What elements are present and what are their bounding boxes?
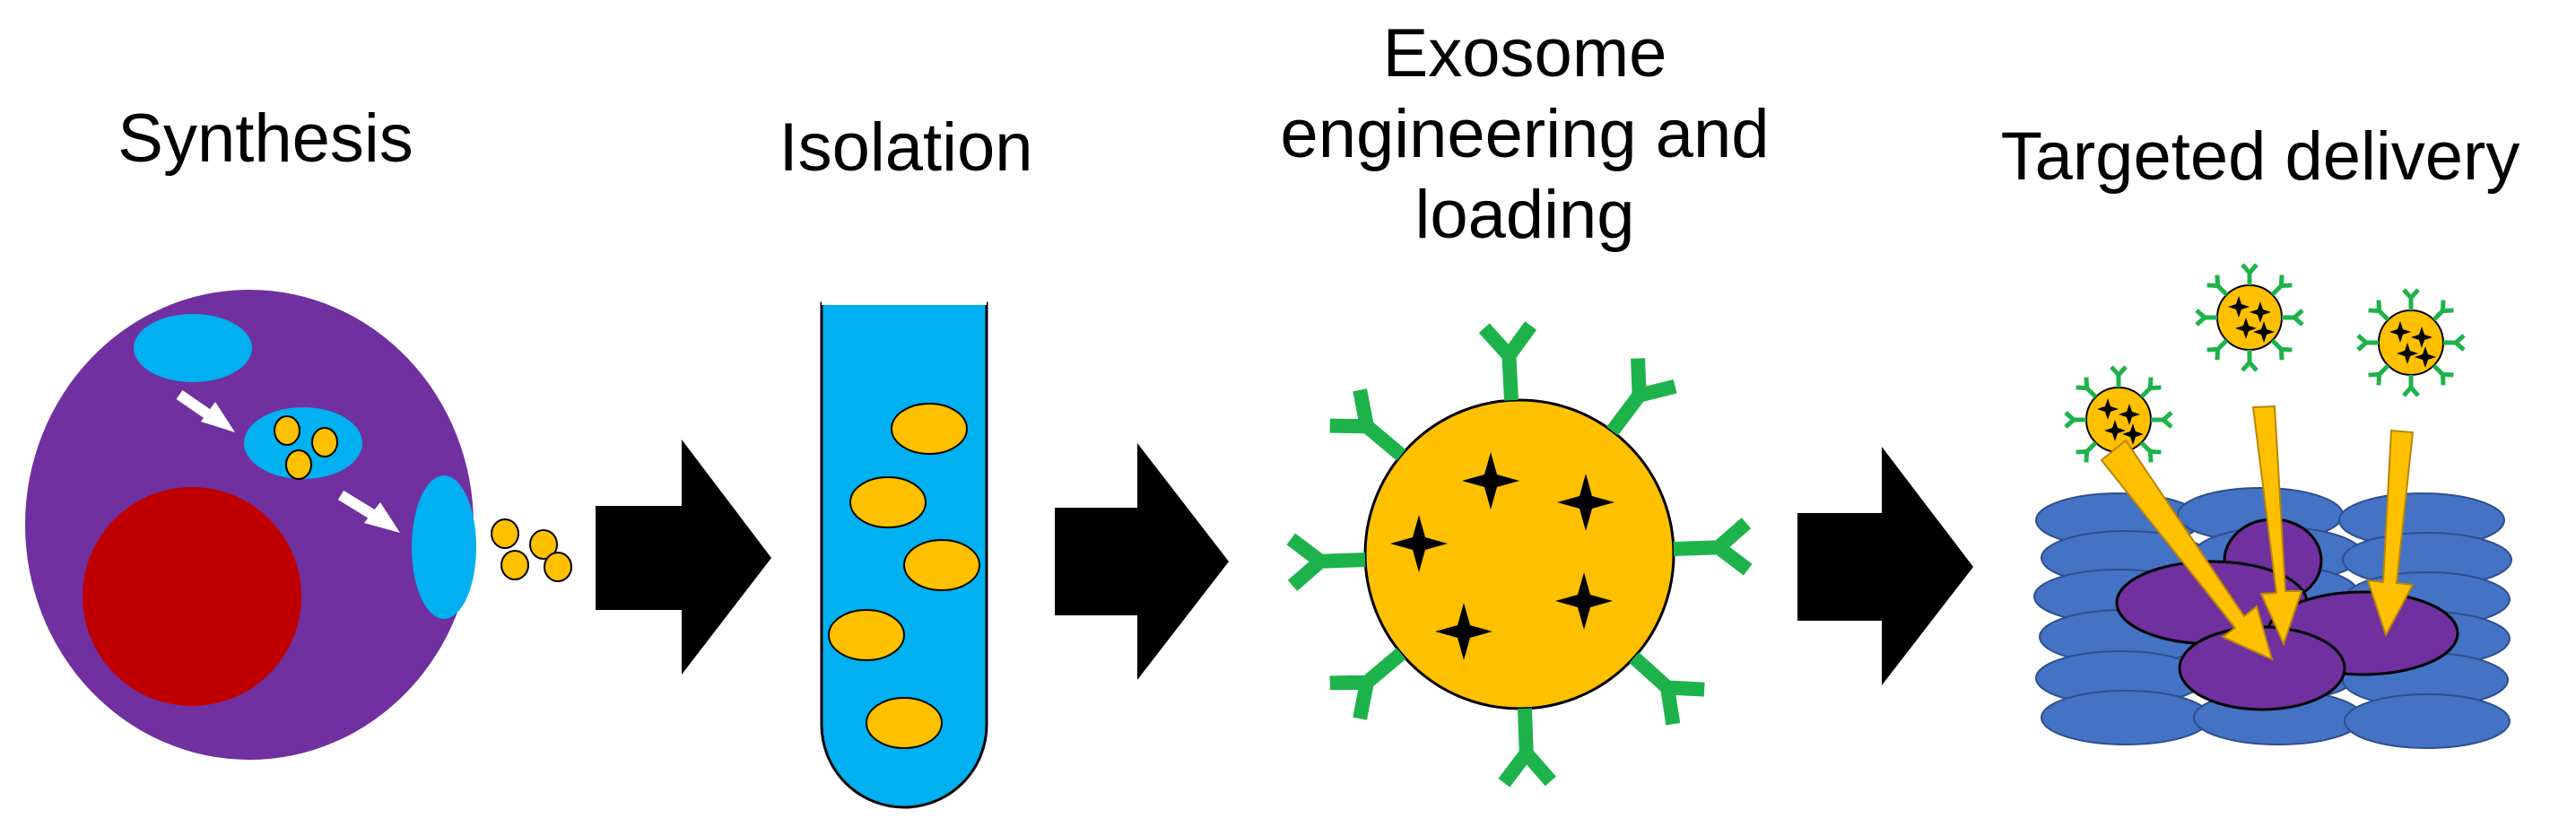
cell-icon (25, 290, 572, 760)
test-tube-icon (820, 301, 988, 809)
step-title-targeted-delivery: Targeted delivery (2000, 118, 2520, 195)
process-arrow-icon (1055, 443, 1229, 680)
step-title-engineering: Exosome engineering and loading (1280, 15, 1770, 253)
tissue-targeting-icon (2033, 265, 2512, 749)
step-title-isolation: Isolation (779, 109, 1033, 186)
multivesicular-body (244, 407, 362, 479)
white-arrow-icon (176, 390, 400, 533)
engineered-exosome-icon (1291, 326, 1748, 783)
delivery-arrows (2100, 405, 2415, 661)
process-arrow-icon (1797, 447, 1973, 685)
endosome-early (134, 314, 252, 382)
nucleus (83, 487, 301, 706)
process-arrow-icon (596, 440, 771, 675)
step-title-synthesis: Synthesis (117, 100, 413, 177)
membrane-fusion-vesicle (412, 475, 476, 619)
